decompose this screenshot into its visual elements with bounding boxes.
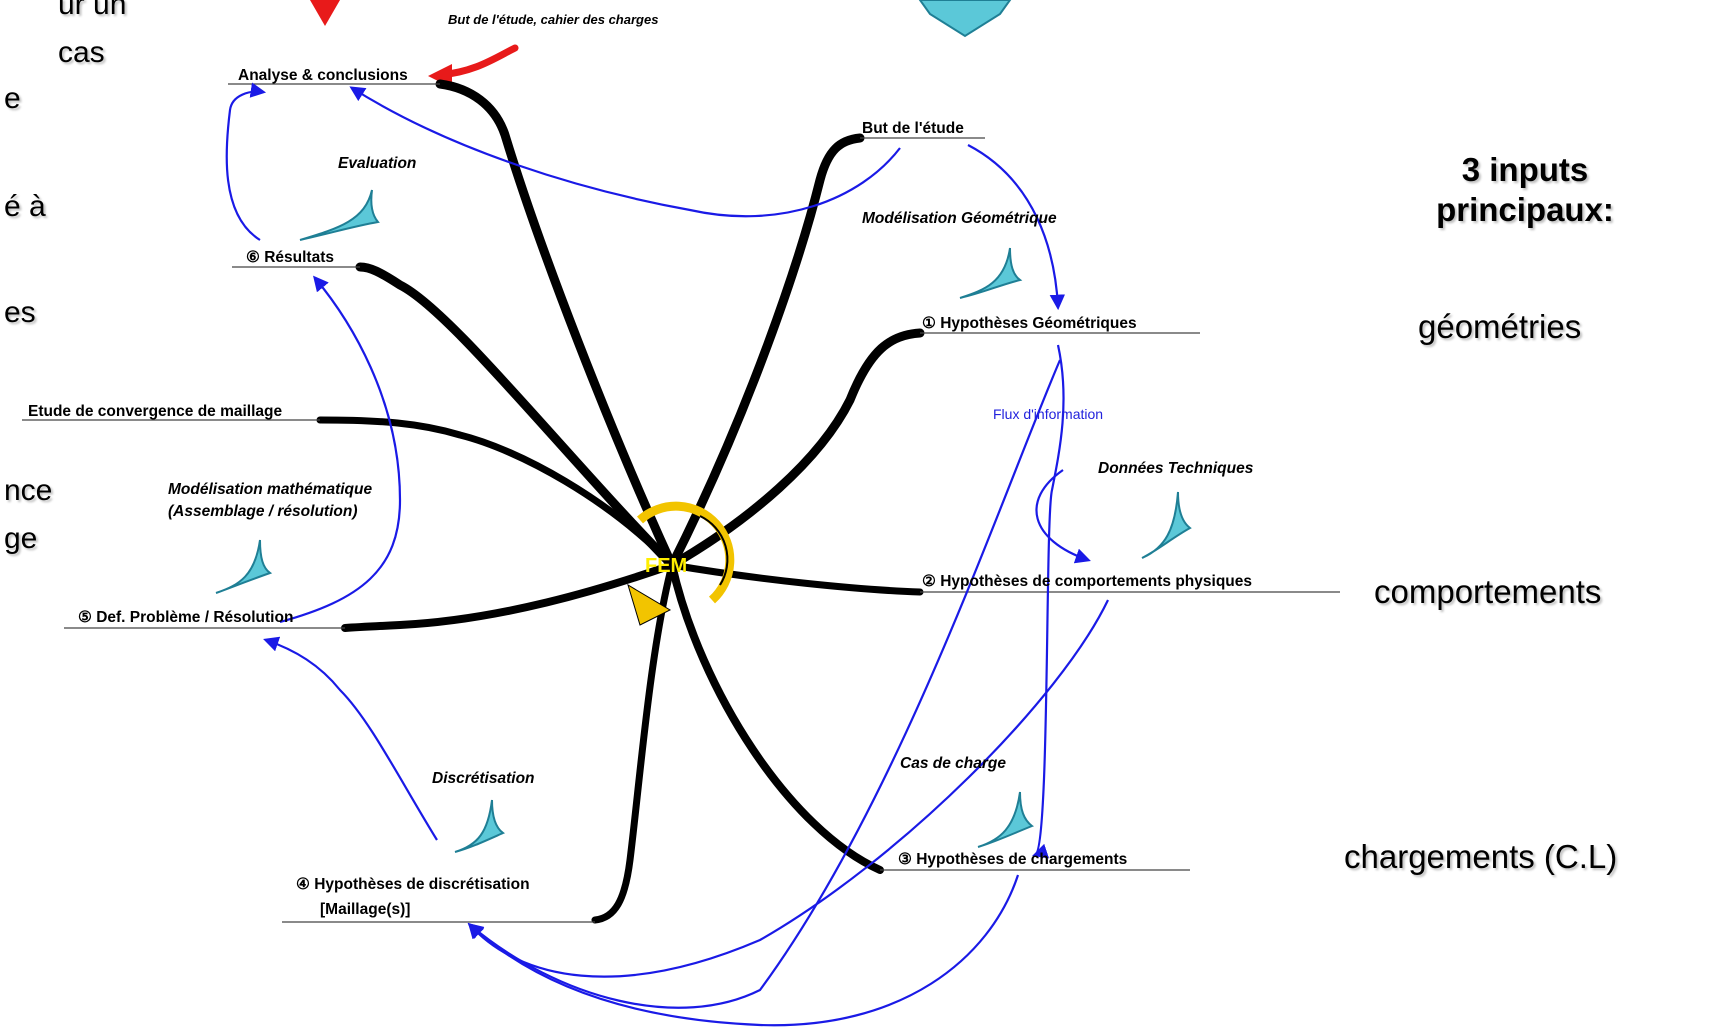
- left-fragment: é à: [4, 190, 46, 223]
- cyan-arrow-icon: [959, 247, 1023, 299]
- node-convergence: Etude de convergence de maillage: [28, 403, 282, 420]
- cyan-arrow-icon: [215, 539, 273, 594]
- phase-cas-de-charge: Cas de charge: [900, 755, 1006, 772]
- fem-center: FEM: [627, 501, 735, 626]
- cyan-arrow-icon: [454, 799, 506, 853]
- left-fragment: cas: [58, 36, 105, 69]
- side-heading-line1: 3 inputs: [1461, 151, 1589, 188]
- phase-donnees-techniques: Données Techniques: [1098, 460, 1254, 477]
- cyan-arrow-icon: [977, 791, 1035, 848]
- node-underlines: [22, 83, 1340, 923]
- phase-modelisation-math-line2: (Assemblage / résolution): [168, 503, 357, 520]
- side-item-chargements: chargements (C.L): [1344, 838, 1618, 875]
- side-heading: 3 inputs principaux:: [1390, 150, 1660, 230]
- flux-label: Flux d'information: [993, 406, 1103, 422]
- side-item-geometries: géométries: [1418, 308, 1582, 345]
- node-hyp-comport: ② Hypothèses de comportements physiques: [922, 573, 1252, 590]
- spokes: [316, 79, 925, 924]
- node-but: But de l'étude: [862, 120, 964, 137]
- node-hyp-discret-line2: [Maillage(s)]: [320, 901, 410, 918]
- red-down-arrow: [310, 0, 340, 26]
- side-heading-line2: principaux:: [1436, 191, 1614, 228]
- cyan-arrow-icon: [1141, 491, 1192, 559]
- left-fragment: ge: [4, 522, 38, 555]
- side-item-comportements: comportements: [1374, 573, 1602, 610]
- cyan-arrow-icon: [299, 189, 380, 241]
- node-hyp-discret-line1: ④ Hypothèses de discrétisation: [296, 876, 530, 893]
- node-def-probleme: ⑤ Def. Problème / Résolution: [78, 609, 293, 626]
- node-resultats: ⑥ Résultats: [246, 249, 334, 266]
- left-fragment: nce: [4, 474, 53, 507]
- fem-label: FEM: [645, 555, 687, 577]
- phase-modelisation-geo: Modélisation Géométrique: [862, 210, 1057, 227]
- cyan-down-arrow: [918, 0, 1012, 38]
- left-fragment: e: [4, 82, 21, 115]
- phase-modelisation-math-line1: Modélisation mathématique: [168, 481, 372, 498]
- blue-links: [225, 82, 1109, 1027]
- left-fragment: es: [4, 296, 36, 329]
- node-hyp-charg: ③ Hypothèses de chargements: [898, 851, 1127, 868]
- node-hyp-geo: ① Hypothèses Géométriques: [922, 315, 1137, 332]
- cyan-arrows: [215, 189, 1192, 853]
- node-analyse: Analyse & conclusions: [238, 67, 408, 84]
- phase-discretisation: Discrétisation: [432, 770, 535, 787]
- phase-evaluation: Evaluation: [338, 155, 416, 172]
- top-label: But de l'étude, cahier des charges: [448, 12, 658, 27]
- left-fragment: ur un: [58, 0, 127, 21]
